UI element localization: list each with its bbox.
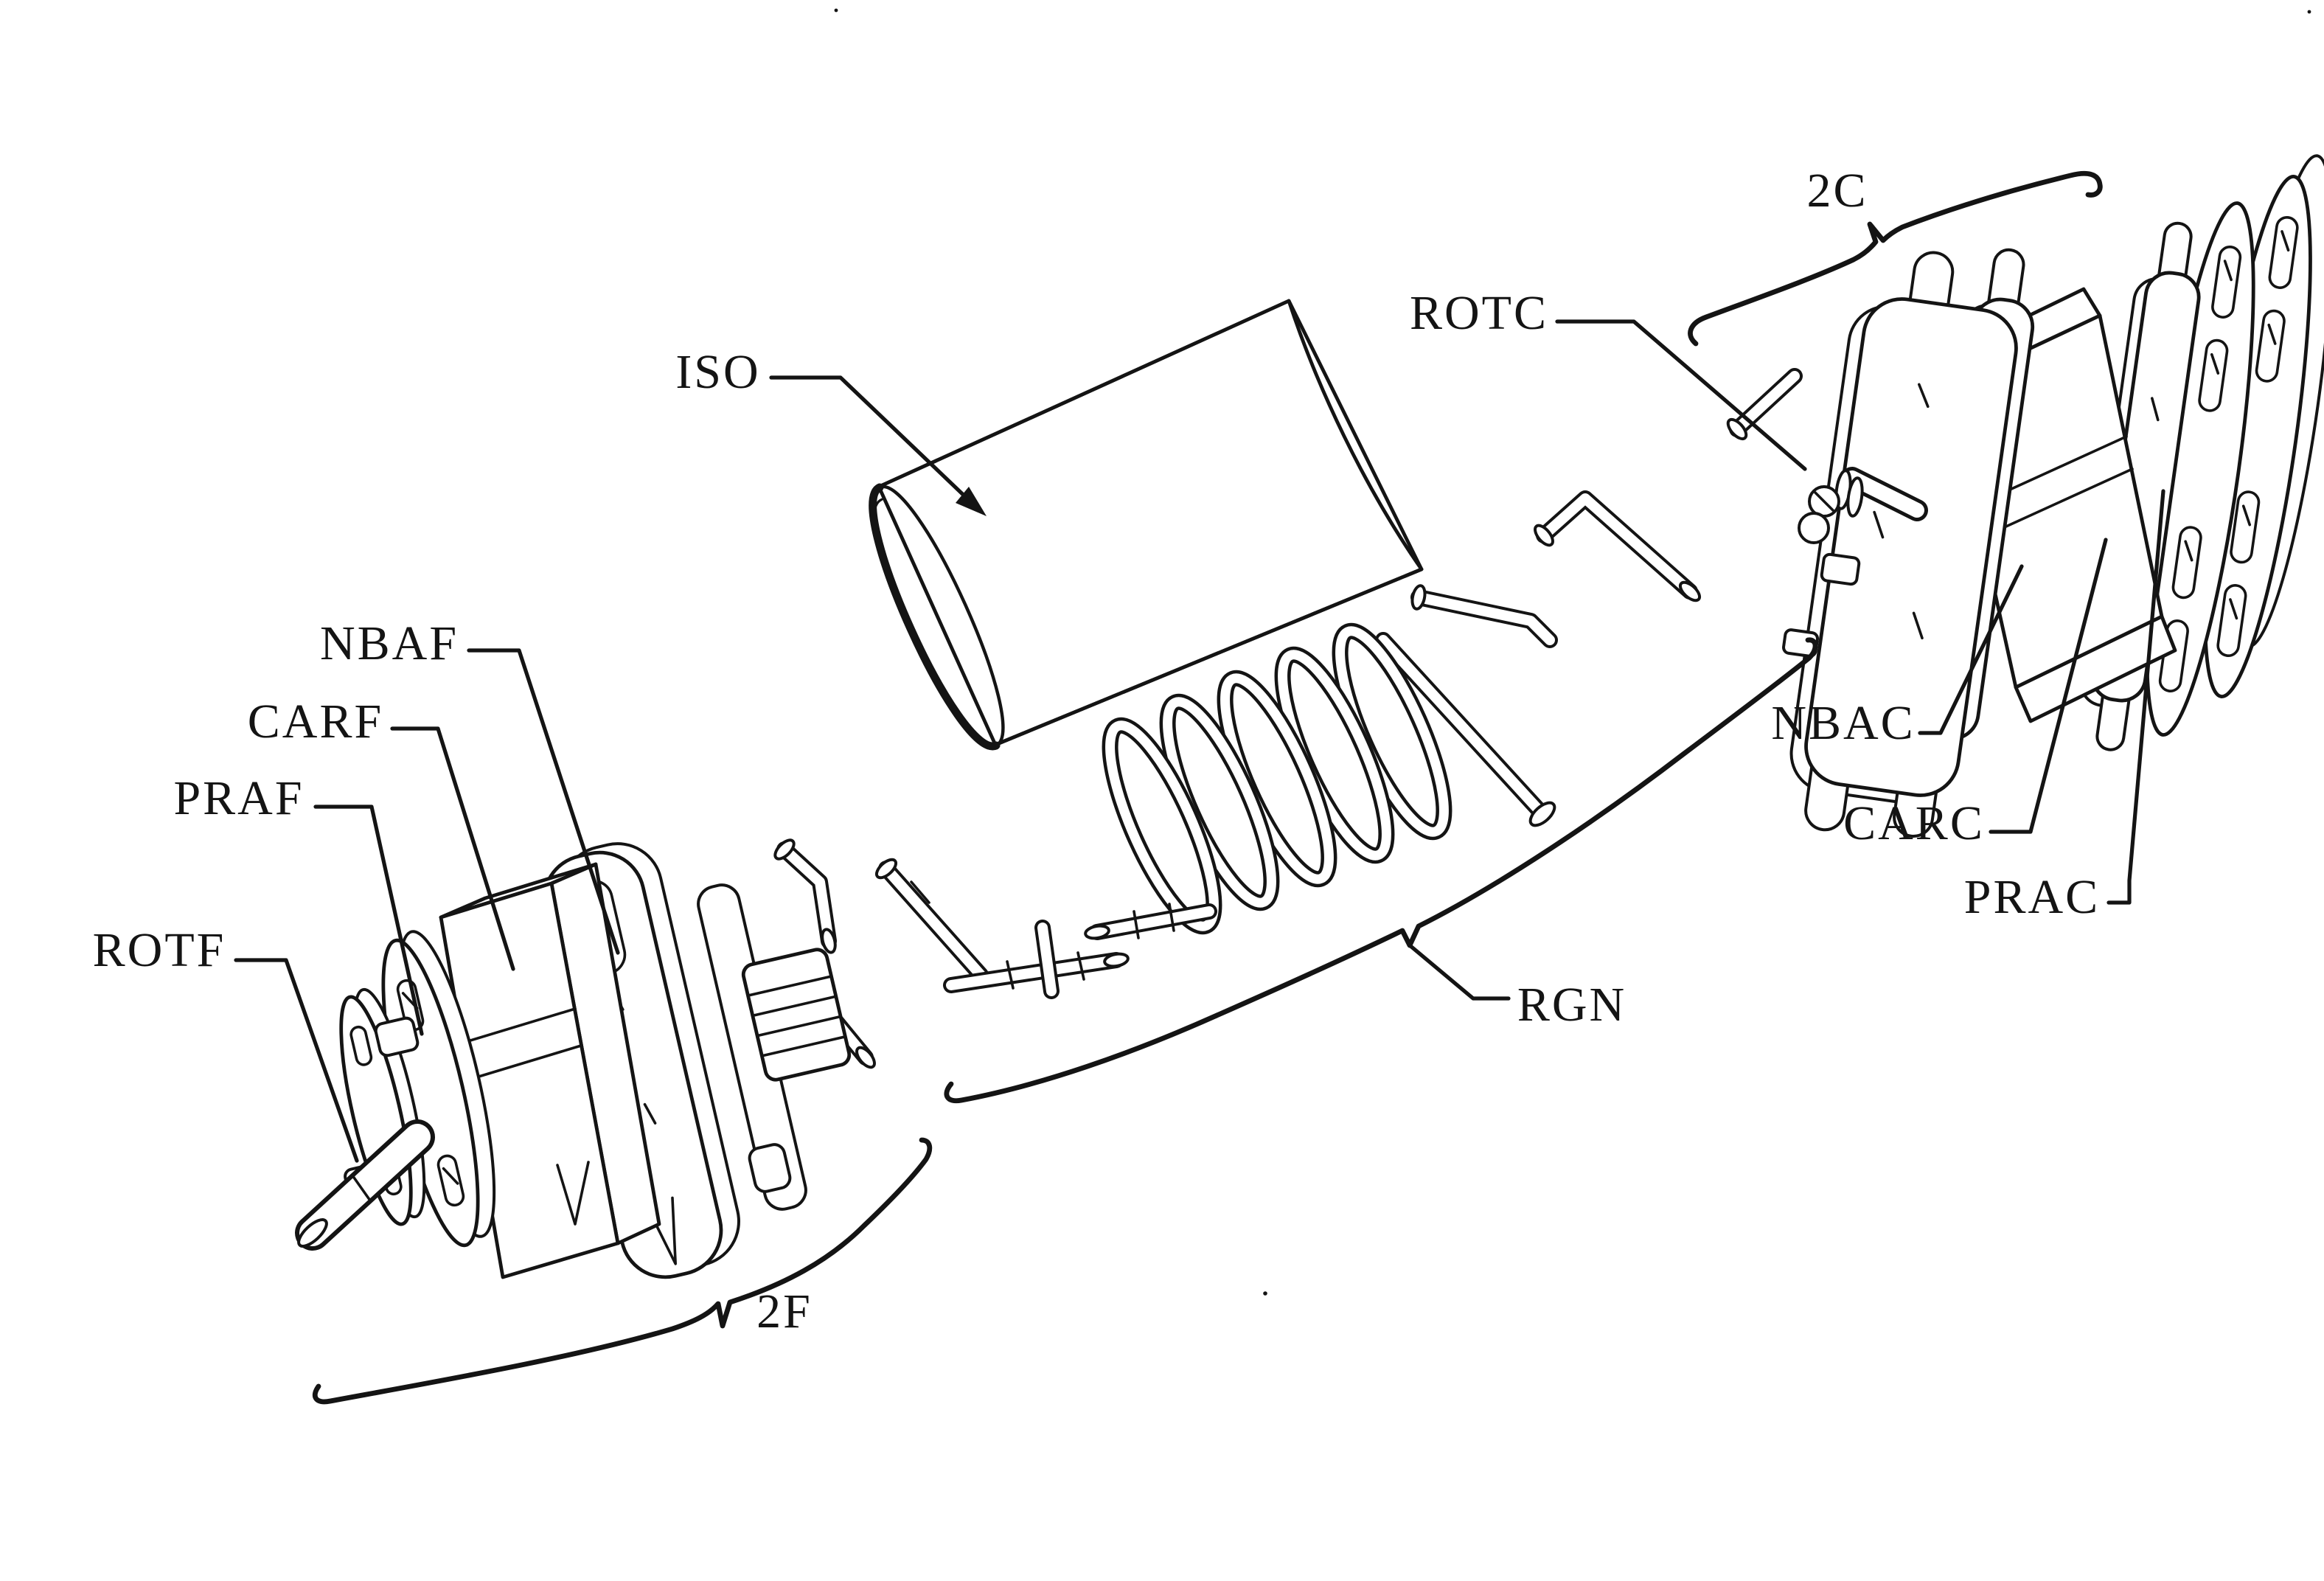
leader-rotf bbox=[236, 960, 357, 1161]
right-side-fittings bbox=[1410, 376, 1795, 640]
label-rotf: ROTF bbox=[93, 923, 226, 977]
label-praf: PRAF bbox=[173, 771, 304, 825]
label-nbaf: NBAF bbox=[320, 616, 459, 670]
label-carc: CARC bbox=[1843, 796, 1985, 850]
leader-rgn bbox=[1410, 945, 1509, 998]
magnet-block bbox=[375, 1017, 420, 1057]
label-carf: CARF bbox=[248, 695, 383, 748]
label-2c: 2C bbox=[1806, 164, 1868, 218]
label-iso: ISO bbox=[675, 345, 760, 399]
label-rotc: ROTC bbox=[1410, 286, 1548, 340]
expander-assembly-2f bbox=[295, 835, 852, 1286]
label-prac: PRAC bbox=[1964, 870, 2100, 924]
label-2f: 2F bbox=[756, 1285, 813, 1338]
label-rgn: RGN bbox=[1517, 978, 1627, 1032]
label-nbac: NBAC bbox=[1771, 696, 1915, 750]
